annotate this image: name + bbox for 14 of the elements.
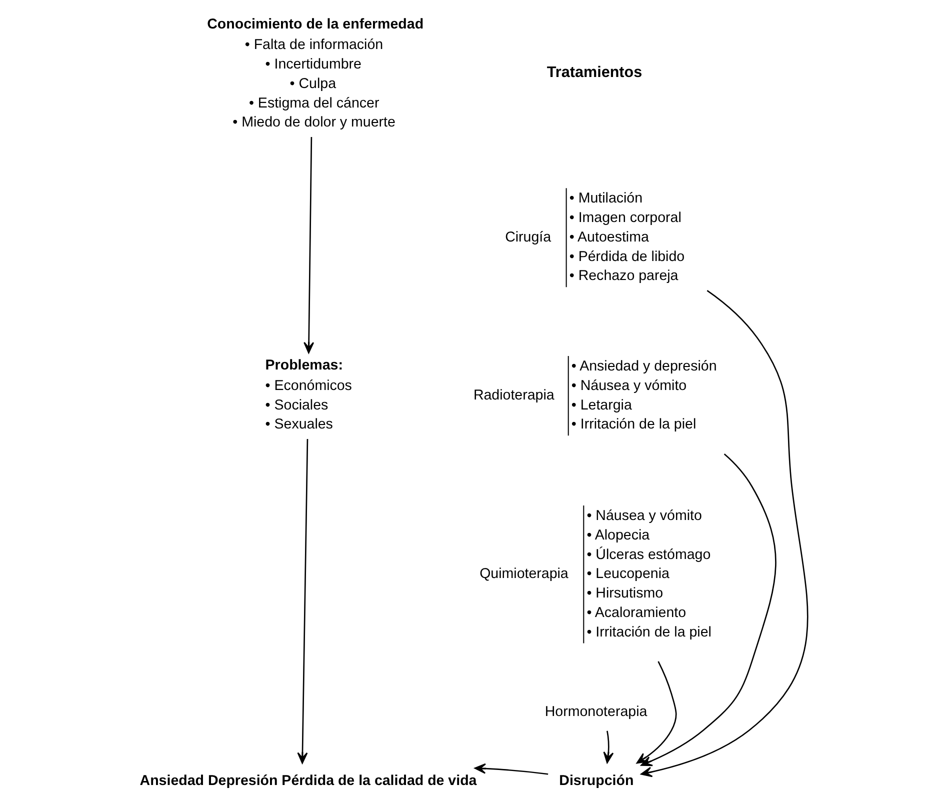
node-text: Conocimiento de la enfermedad • Falta de información • Incertidumbre • Culpa • Estigma del cáncer • Miedo de dolor y muerte (207, 16, 424, 131)
arrow (304, 136, 314, 354)
arrow (603, 730, 614, 764)
arrow (636, 661, 677, 764)
arrow (474, 763, 548, 775)
label: Tratamientos (546, 64, 642, 81)
node-text: Radioterapia • Ansiedad y depresión • Náusea y vómito • Letargia • Irritación de la piel (473, 358, 717, 433)
arrow (297, 438, 308, 764)
node-text: Quimioterapia • Náusea y vómito • Alopecia • Úlceras estómago • Leucopenia • Hirsutismo • Acaloramiento • Irritación de la piel (480, 508, 712, 640)
node-text: Ansiedad Depresión Pérdida de la calidad de vida (140, 772, 477, 789)
node-text: Hormonoterapia (544, 704, 648, 720)
node-text: Disrupción (559, 772, 634, 789)
node-text: Problemas: • Económicos • Sociales • Sexuales (265, 357, 352, 433)
node-text: Cirugía • Mutilación • Imagen corporal • Autoestima • Pérdida de libido • Rechazo pareja (505, 190, 685, 284)
